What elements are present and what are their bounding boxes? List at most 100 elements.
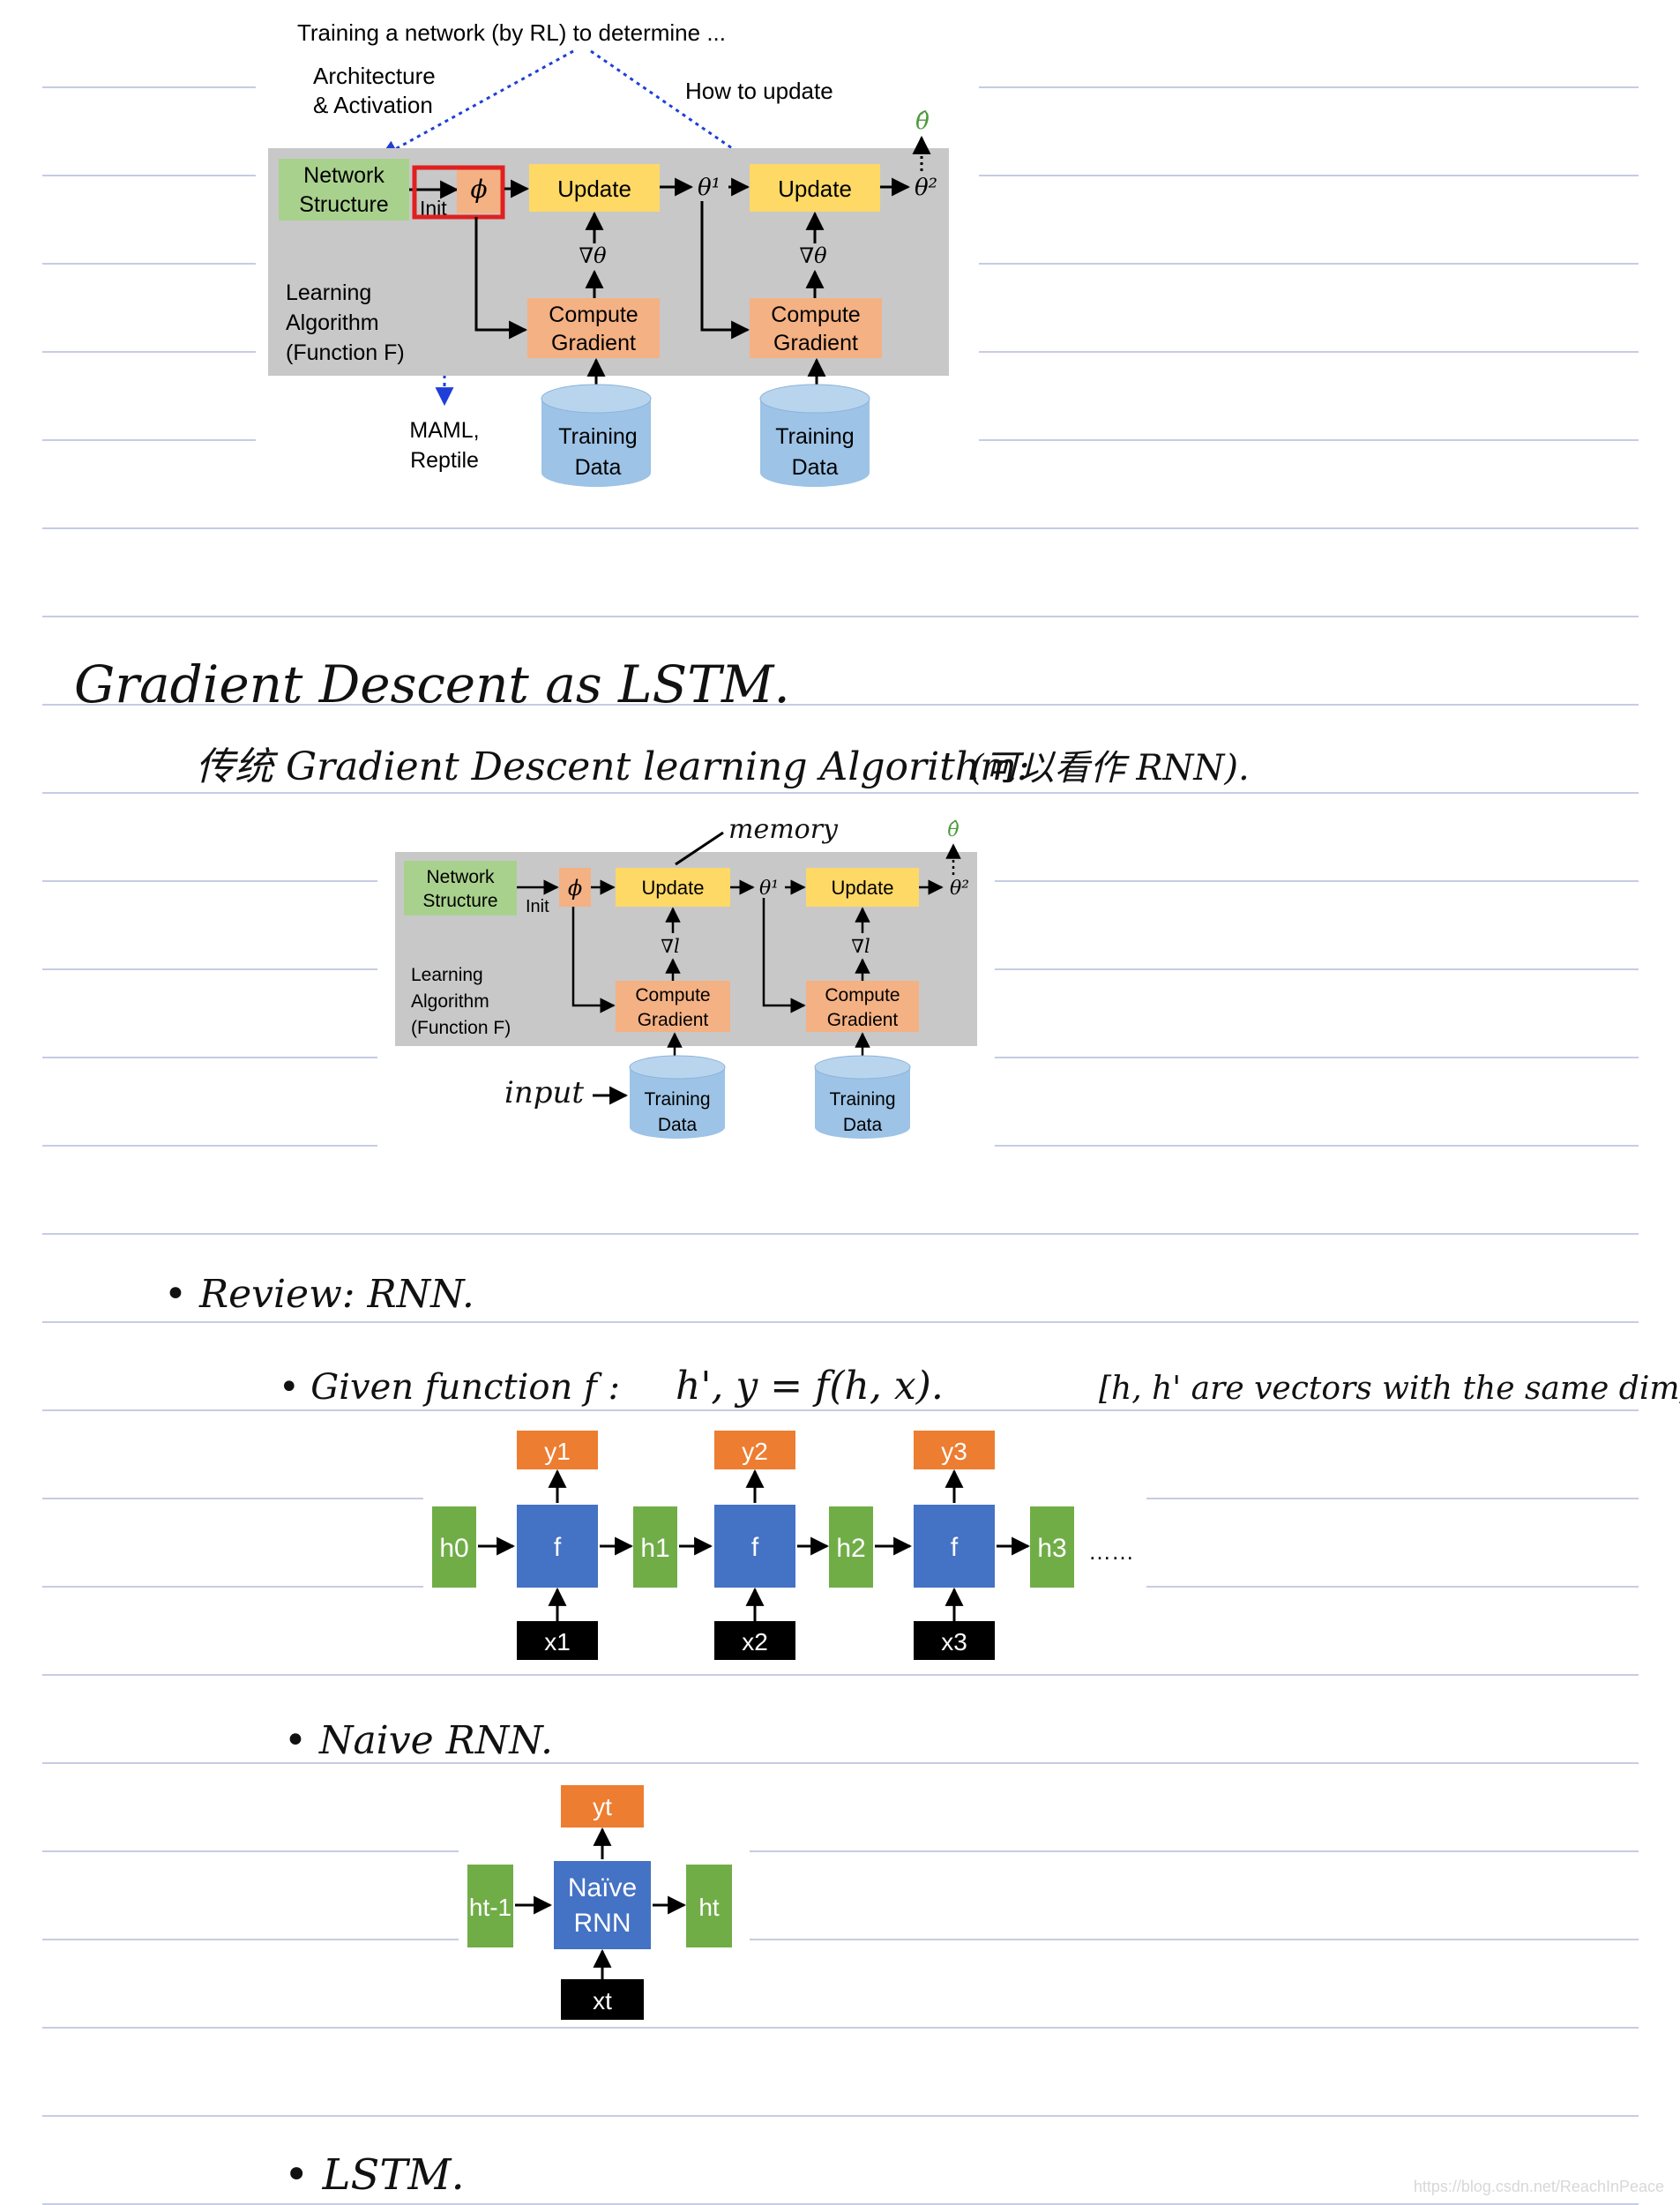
theta1-label: θ¹ (698, 175, 721, 201)
xt-label: xt (593, 1987, 612, 2014)
learning-label: Learning (286, 280, 371, 305)
ruled-line (42, 704, 1639, 706)
hidden-state-prev (467, 1865, 513, 1947)
f-label-1: f (554, 1533, 562, 1562)
compute-gradient-box-2 (806, 981, 919, 1032)
memory-annotation-stroke (675, 831, 724, 866)
arrow-phi-to-compute (474, 217, 528, 340)
training-label-2: Training (829, 1089, 895, 1110)
x1-label: x1 (544, 1628, 571, 1656)
h1-label: h1 (640, 1534, 669, 1563)
y2-label: y2 (742, 1438, 768, 1465)
output-y2 (714, 1431, 795, 1469)
input-x3 (914, 1621, 995, 1660)
heading-naive-rnn: • Naive RNN. (284, 1718, 553, 1763)
f-label-2: f (751, 1533, 759, 1562)
gradient-label-1: Gradient (551, 331, 636, 355)
hidden-state-h0 (432, 1506, 476, 1588)
label-architecture: Architecture (313, 63, 436, 89)
compute-gradient-box-1 (616, 981, 730, 1032)
input-x2 (714, 1621, 795, 1660)
naive-rnn-cell (554, 1861, 651, 1949)
update-label-2: Update (832, 877, 894, 899)
phi-symbol: ϕ (568, 876, 582, 901)
heading-review-rnn: • Review: RNN. (164, 1272, 474, 1317)
training-label-1: Training (644, 1089, 710, 1110)
ruled-line (42, 1321, 1639, 1323)
training-label-2: Training (775, 424, 854, 449)
network-structure-label-1: Network (303, 163, 385, 188)
theta-hat-label: θ̂ (915, 108, 930, 135)
arrow-theta1-to-compute (762, 898, 806, 1013)
ruled-line (42, 792, 1639, 794)
yt-label: yt (593, 1793, 612, 1820)
grad-label-2: ∇θ (799, 243, 827, 268)
heading-gradient-descent-as-lstm: Gradient Descent as LSTM. (74, 654, 790, 714)
hidden-state-h1 (633, 1506, 677, 1588)
watermark: https://blog.csdn.net/ReachInPeace (1413, 2178, 1664, 2195)
input-annotation: input (504, 1075, 584, 1110)
grad-label-2: ∇l (851, 936, 870, 957)
given-function-line: • Given function f : (279, 1367, 620, 1408)
output-yt (561, 1785, 644, 1828)
arrow-theta1-to-compute (700, 201, 750, 340)
function-f-box-1 (517, 1505, 598, 1588)
phi-highlight (412, 165, 505, 220)
ruled-line (42, 1850, 1639, 1852)
algorithm-label: Algorithm (286, 310, 379, 335)
theta-hat-label: θ̂ (947, 819, 959, 841)
ruled-line (42, 1762, 1639, 1764)
hidden-state-current (686, 1865, 732, 1947)
ruled-line (42, 2203, 1639, 2205)
phi-box (457, 168, 501, 213)
training-data-cylinder-2 (814, 1055, 911, 1139)
line-traditional-gd: 传统 Gradient Descent learning Algorithm: (196, 744, 1030, 789)
compute-gradient-box-2 (750, 298, 882, 358)
ruled-line (42, 616, 1639, 617)
naive-cell-label-2: RNN (574, 1909, 631, 1938)
x2-label: x2 (742, 1628, 768, 1656)
update-label-2: Update (778, 176, 852, 202)
update-label-1: Update (642, 877, 705, 899)
data-label-1: Data (575, 455, 622, 480)
ruled-line (42, 1233, 1639, 1235)
network-structure-label-1: Network (426, 867, 495, 887)
output-y3 (914, 1431, 995, 1469)
training-label-1: Training (558, 424, 637, 449)
y1-label: y1 (544, 1438, 571, 1465)
ht-1-label: ht-1 (469, 1894, 511, 1921)
phi-symbol: ϕ (470, 175, 487, 204)
h2-label: h2 (836, 1534, 865, 1563)
ruled-line (42, 1674, 1639, 1676)
theta1-label: θ¹ (759, 878, 779, 900)
rnn-formula: h', y = f(h, x). (676, 1364, 944, 1409)
hidden-state-h2 (829, 1506, 873, 1588)
data-label-2: Data (843, 1115, 883, 1135)
compute-label-2: Compute (825, 985, 900, 1005)
naive-rnn-diagram: ht-1 Naïve RNN yt xt ht (459, 1771, 750, 2027)
reptile-label: Reptile (410, 448, 479, 473)
theta2-label: θ² (915, 175, 937, 201)
network-structure-box (279, 159, 409, 220)
compute-label-2: Compute (771, 303, 860, 327)
input-x1 (517, 1621, 598, 1660)
network-structure-label-2: Structure (299, 192, 388, 217)
label-how-to-update: How to update (685, 78, 833, 104)
init-label: Init (526, 897, 549, 916)
ruled-line (42, 2027, 1639, 2029)
figure-gd-learning-algorithm: Network Structure Init ϕ Update θ¹ ∇l Co… (377, 804, 995, 1157)
ruled-line (42, 1939, 1639, 1940)
data-label-1: Data (658, 1115, 698, 1135)
y3-label: y3 (941, 1438, 967, 1465)
ruled-line (42, 1409, 1639, 1411)
compute-label-1: Compute (549, 303, 638, 327)
compute-gradient-box-1 (527, 298, 660, 358)
function-f-box-2 (714, 1505, 795, 1588)
dotted-pointer-update (590, 49, 762, 169)
heading-lstm: • LSTM. (284, 2150, 465, 2200)
memory-annotation: memory (728, 814, 839, 845)
update-box-1 (529, 164, 660, 212)
hidden-state-h3 (1030, 1506, 1074, 1588)
vector-dim-note: [h, h' are vectors with the same dim] (1099, 1371, 1680, 1407)
